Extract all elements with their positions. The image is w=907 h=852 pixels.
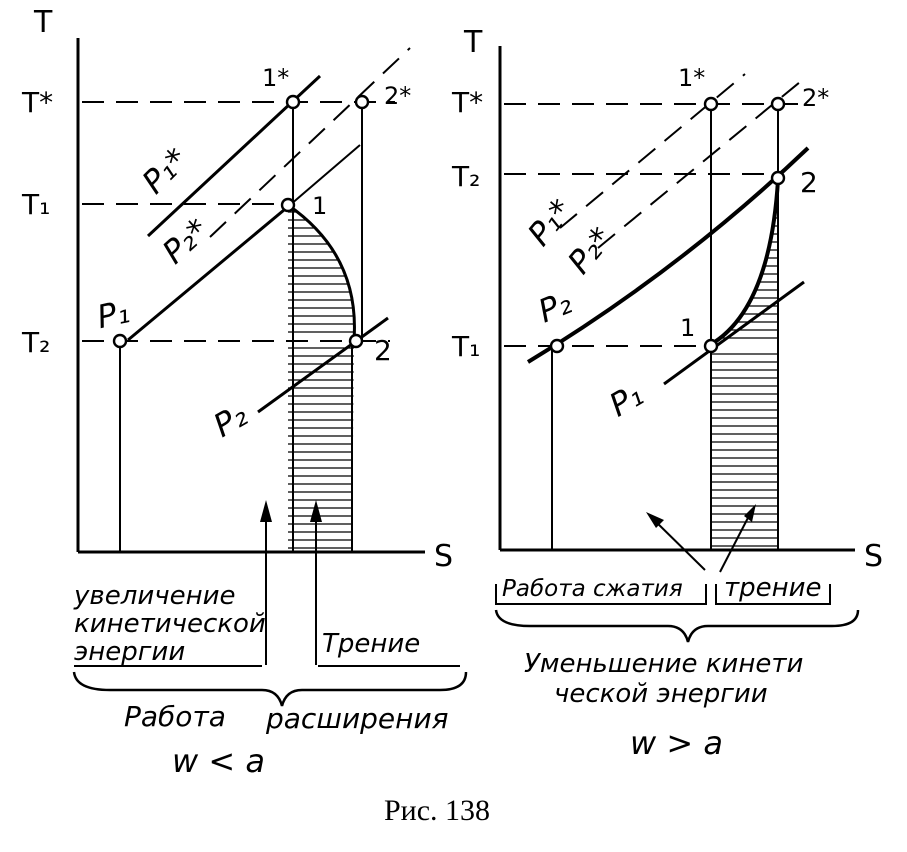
left-label-kinetic-3: энергии <box>74 637 185 667</box>
left-point-label-2: 2 <box>374 334 392 367</box>
right-brace-friction <box>715 584 831 605</box>
left-level-t1: T₁ <box>21 188 50 221</box>
right-point-label-2: 2 <box>800 166 818 199</box>
left-point-2star <box>354 94 370 110</box>
left-diagram: T S T* T₁ T₂ <box>21 5 468 780</box>
left-arrow-friction <box>310 500 322 665</box>
left-label-work-1: Работа <box>124 700 226 733</box>
right-label-decrease-2: ческой энергии <box>554 679 768 709</box>
right-point-1 <box>703 338 719 354</box>
left-label-kinetic-2: кинетической <box>74 609 266 639</box>
right-level-t2: T₂ <box>451 160 480 193</box>
left-isobar-label-p1: P₁ <box>94 292 133 336</box>
left-isobar-p1 <box>127 203 291 342</box>
left-arrow-kinetic <box>260 500 272 665</box>
right-label-compression: Работа сжатия <box>502 576 683 602</box>
left-isobar-p1-upper <box>289 144 361 206</box>
right-level-t1: T₁ <box>451 330 480 363</box>
right-point-2star <box>770 96 786 112</box>
left-point-label-2star: 2* <box>384 82 411 110</box>
right-arrow-compression <box>646 512 706 571</box>
left-point-1 <box>280 197 296 213</box>
right-hatch-area <box>710 185 778 547</box>
right-isobar-p1-star <box>559 73 746 229</box>
right-axis-y-label: T <box>463 25 483 60</box>
right-isobar-p1 <box>663 280 805 386</box>
left-isobar-p2 <box>257 316 389 414</box>
left-label-friction: Трение <box>322 629 420 659</box>
right-isobar-p2-star <box>597 81 801 249</box>
right-brace-compression <box>495 584 707 605</box>
left-condition: w < a <box>172 742 265 780</box>
left-label-work-2: расширения <box>265 702 449 735</box>
left-point-label-1star: 1* <box>262 64 289 92</box>
right-point-label-1star: 1* <box>678 64 705 92</box>
left-brace <box>72 671 468 707</box>
left-label-kinetic-1: увеличение <box>73 581 235 611</box>
left-axis-x-label: S <box>434 539 453 574</box>
right-level-tstar: T* <box>451 86 483 119</box>
left-point-1star <box>285 94 301 110</box>
left-isobar-p2-star <box>209 47 411 238</box>
right-arrow-friction <box>719 504 756 573</box>
left-point-label-1: 1 <box>312 192 327 220</box>
right-point-1star <box>703 96 719 112</box>
right-isobar-label-p2: P₂ <box>533 283 577 330</box>
right-process-curve <box>708 179 780 347</box>
right-point-p2 <box>549 338 565 354</box>
figure-caption: Рис. 138 <box>384 794 490 827</box>
right-isobar-label-p1: P₁ <box>603 375 650 424</box>
left-level-tstar: T* <box>21 86 53 119</box>
left-point-2 <box>348 333 364 349</box>
right-label-friction: трение <box>724 573 822 603</box>
left-point-p1 <box>112 333 128 349</box>
right-condition: w > a <box>630 724 723 762</box>
right-axis-x-label: S <box>864 539 883 574</box>
right-point-2 <box>770 170 786 186</box>
left-isobar-label-p2: P₂ <box>207 396 254 445</box>
right-point-label-1: 1 <box>680 314 695 342</box>
right-brace <box>494 609 860 643</box>
right-label-decrease-1: Уменьшение кинети <box>524 649 803 679</box>
left-isobar-label-p1-star: P₁* <box>135 140 196 201</box>
right-diagram: T S T* T₂ T₁ <box>451 25 883 762</box>
left-process-curve <box>287 203 356 341</box>
left-level-t2: T₂ <box>21 326 50 359</box>
left-axis-y-label: T <box>33 5 53 40</box>
right-point-label-2star: 2* <box>802 84 829 112</box>
